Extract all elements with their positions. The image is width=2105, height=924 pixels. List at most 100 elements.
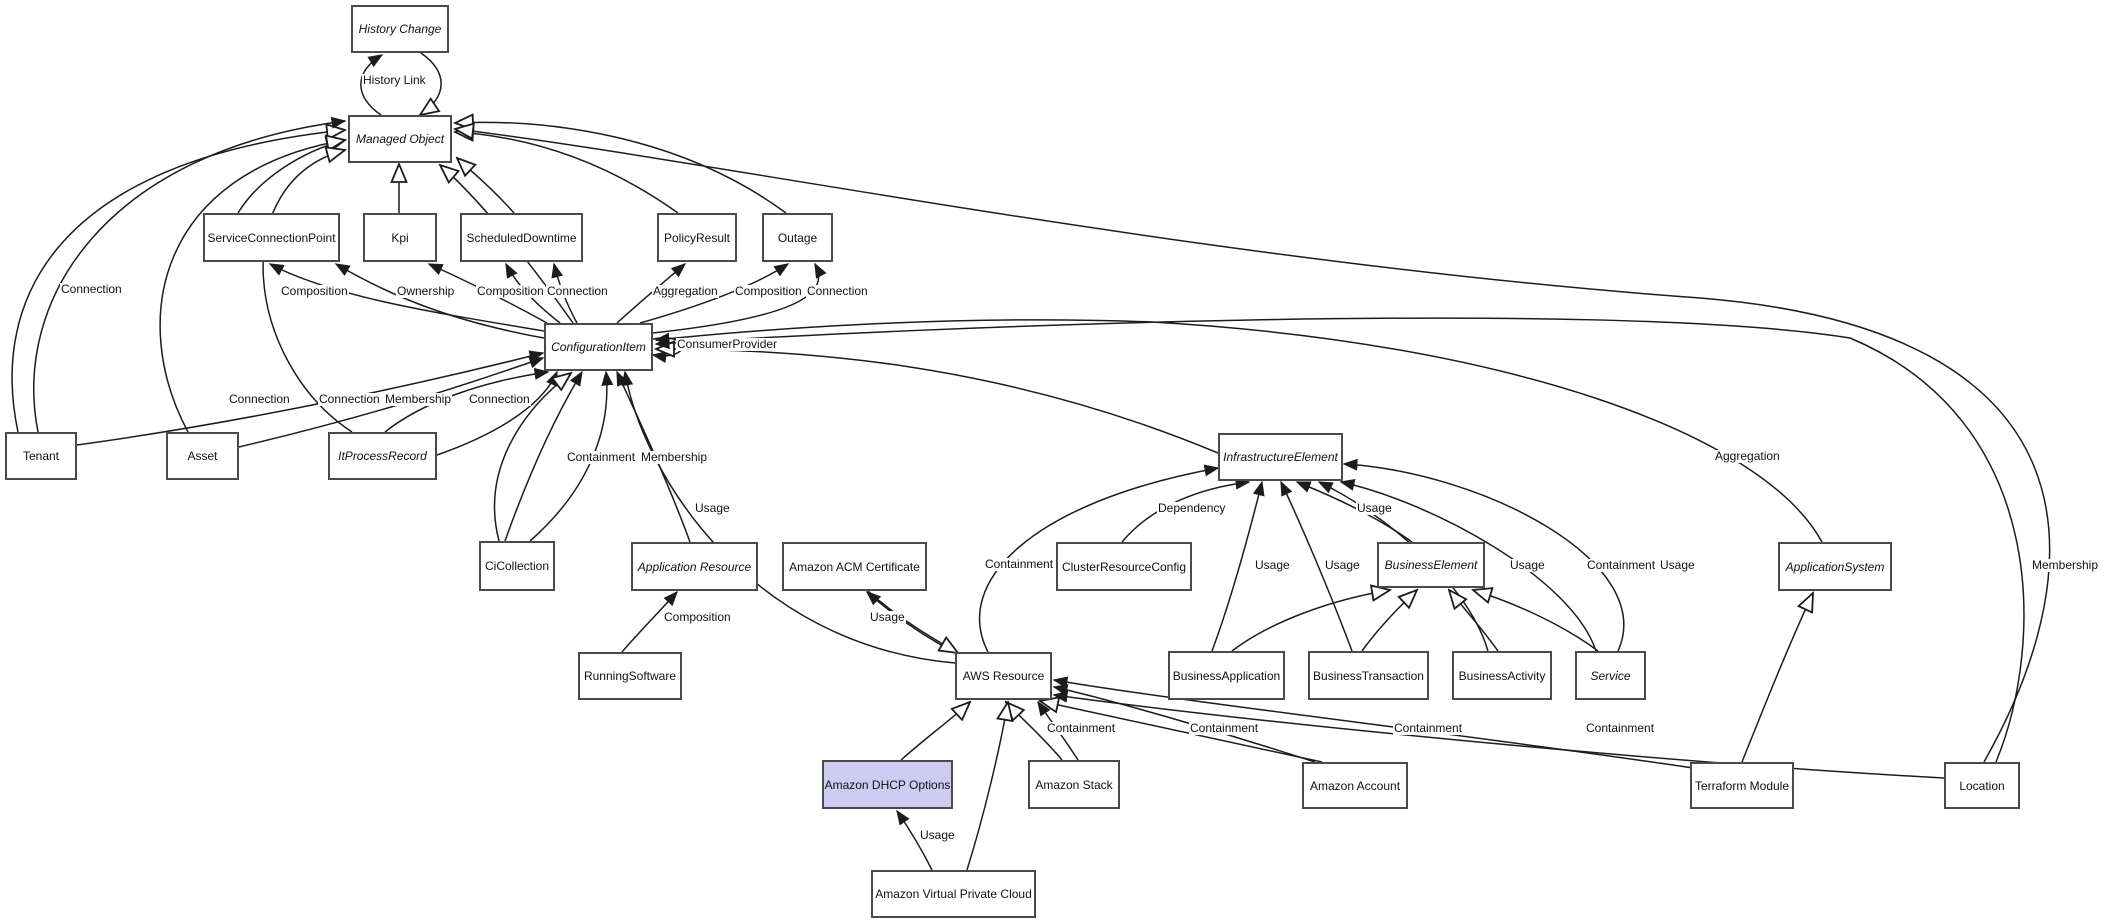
edge-label-connection: Connection: [60, 282, 123, 296]
edge-label-usage: Usage: [1509, 558, 1546, 572]
edge-label-connection: Connection: [468, 392, 531, 406]
node-scheduled-downtime[interactable]: ScheduledDowntime: [460, 213, 583, 262]
edge-label-usage: Usage: [1356, 501, 1393, 515]
node-history-change[interactable]: History Change: [351, 5, 449, 53]
edge-business-activity-business-element: [1449, 590, 1499, 652]
edge-label-containment: Containment: [1189, 721, 1260, 735]
edge-label-containment: Containment: [566, 450, 637, 464]
edge-label-containment: Containment: [1046, 721, 1117, 735]
node-business-activity[interactable]: BusinessActivity: [1452, 651, 1552, 700]
edge-label-containment: Containment: [1393, 721, 1464, 735]
edge-cluster-resource-config-infrastructure-element-dependency: [1121, 477, 1251, 543]
node-ci-collection[interactable]: CiCollection: [479, 541, 555, 591]
node-policy-result[interactable]: PolicyResult: [657, 213, 737, 262]
node-service[interactable]: Service: [1575, 651, 1646, 700]
edge-business-element-infrastructure-element-usage: [1295, 481, 1413, 543]
edge-amazon-vpc-aws-resource: [966, 702, 1008, 871]
edge-label-containment: Containment: [1585, 721, 1656, 735]
node-configuration-item[interactable]: ConfigurationItem: [544, 323, 653, 371]
edge-service-connection-point-managed-object: [237, 140, 345, 214]
edge-location-aws-resource-containment: [1052, 690, 1945, 779]
edge-label-dependency: Dependency: [1157, 501, 1227, 515]
node-business-transaction[interactable]: BusinessTransaction: [1308, 651, 1429, 700]
edge-service-infrastructure-element-usage: [1342, 458, 1625, 652]
edge-running-software-application-resource-composition: [621, 590, 679, 653]
edge-managed-object-history-change-history-link: [360, 54, 384, 116]
edge-tenant-managed-object-connection: [33, 116, 347, 433]
edge-application-system-configuration-item-aggregation: [654, 319, 1823, 543]
edge-label-consumerprovider: ConsumerProvider: [676, 337, 779, 351]
edge-label-membership: Membership: [640, 450, 709, 464]
edge-service-business-element: [1473, 590, 1599, 652]
node-aws-resource[interactable]: AWS Resource: [955, 652, 1052, 700]
edge-label-usage: Usage: [869, 610, 906, 624]
node-tenant[interactable]: Tenant: [5, 432, 77, 480]
edge-label-usage: Usage: [1254, 558, 1291, 572]
node-application-system[interactable]: ApplicationSystem: [1778, 542, 1892, 591]
node-application-resource[interactable]: Application Resource: [631, 542, 758, 591]
edge-label-history-link: History Link: [362, 73, 427, 87]
edge-business-transaction-business-element: [1361, 590, 1417, 652]
node-business-application[interactable]: BusinessApplication: [1168, 651, 1285, 700]
edge-label-connection: Connection: [318, 392, 381, 406]
edge-label-containment: Containment: [1586, 558, 1657, 572]
edge-label-membership: Membership: [384, 392, 453, 406]
edge-label-usage: Usage: [1324, 558, 1361, 572]
edge-asset-managed-object: [159, 140, 345, 433]
edge-label-membership: Membership: [2031, 558, 2100, 572]
edge-label-ownership: Ownership: [396, 284, 456, 298]
edge-configuration-item-policy-result-aggregation: [616, 263, 687, 324]
node-managed-object[interactable]: Managed Object: [348, 115, 452, 163]
edge-terraform-module-aws-resource-containment: [1052, 676, 1701, 770]
edge-outage-managed-object: [455, 122, 787, 214]
edge-label-connection: Connection: [228, 392, 291, 406]
edge-configuration-item-service-connection-point: [334, 263, 545, 339]
node-running-software[interactable]: RunningSoftware: [578, 652, 682, 700]
edge-configuration-item-service-connection-point-composition: [268, 263, 545, 332]
edge-configuration-item-outage-composition: [639, 263, 790, 324]
node-amazon-stack[interactable]: Amazon Stack: [1028, 760, 1120, 809]
edge-it-process-record-configuration-item-membership: [384, 367, 550, 433]
node-location[interactable]: Location: [1944, 762, 2020, 809]
edge-infrastructure-element-configuration-item: [656, 349, 1219, 454]
edge-service-infrastructure-element-containment: [1339, 479, 1597, 652]
node-infrastructure-element[interactable]: InfrastructureElement: [1218, 433, 1343, 481]
edge-label-connection: Connection: [546, 284, 609, 298]
node-business-element[interactable]: BusinessElement: [1377, 542, 1485, 588]
edge-business-transaction-infrastructure-element-usage: [1280, 480, 1353, 652]
node-outage[interactable]: Outage: [762, 213, 833, 262]
edge-label-connection: Connection: [806, 284, 869, 298]
edge-amazon-acm-certificate-aws-resource: [867, 590, 958, 653]
edge-location-configuration-item-membership: [654, 317, 2025, 763]
edge-ci-collection-configuration-item-containment: [504, 370, 583, 542]
edge-label-composition: Composition: [280, 284, 349, 298]
node-asset[interactable]: Asset: [166, 432, 239, 480]
edge-scheduled-downtime-managed-object: [457, 158, 515, 214]
node-amazon-account[interactable]: Amazon Account: [1302, 762, 1408, 809]
edge-label-aggregation: Aggregation: [1714, 449, 1781, 463]
edge-location-managed-object: [455, 129, 2051, 763]
edge-label-usage: Usage: [1659, 558, 1696, 572]
node-amazon-acm-certificate[interactable]: Amazon ACM Certificate: [782, 542, 927, 591]
edge-it-process-record-managed-object: [262, 150, 353, 433]
edge-label-composition: Composition: [734, 284, 803, 298]
edge-label-composition: Composition: [663, 610, 732, 624]
node-service-connection-point[interactable]: ServiceConnectionPoint: [203, 213, 340, 262]
edge-aws-resource-infrastructure-element-containment: [978, 464, 1220, 653]
edge-label-aggregation: Aggregation: [652, 284, 719, 298]
edge-label-containment: Containment: [984, 557, 1055, 571]
edge-amazon-account-aws-resource: [1040, 701, 1323, 763]
node-amazon-dhcp-options[interactable]: Amazon DHCP Options: [822, 760, 953, 809]
node-kpi[interactable]: Kpi: [363, 213, 437, 262]
edge-amazon-dhcp-options-aws-resource: [900, 702, 970, 761]
edge-business-application-infrastructure-element-usage: [1211, 480, 1265, 652]
node-terraform-module[interactable]: Terraform Module: [1690, 762, 1794, 809]
node-it-process-record[interactable]: ItProcessRecord: [328, 432, 437, 480]
edge-amazon-vpc-amazon-dhcp-options-usage: [896, 809, 933, 871]
node-cluster-resource-config[interactable]: ClusterResourceConfig: [1056, 542, 1192, 591]
node-amazon-vpc[interactable]: Amazon Virtual Private Cloud: [871, 870, 1036, 918]
edge-configuration-item-outage-connection: [652, 262, 827, 334]
edge-business-application-business-element: [1231, 590, 1390, 652]
edge-it-process-record-configuration-item-connection: [436, 370, 558, 456]
edge-label-composition: Composition: [476, 284, 545, 298]
